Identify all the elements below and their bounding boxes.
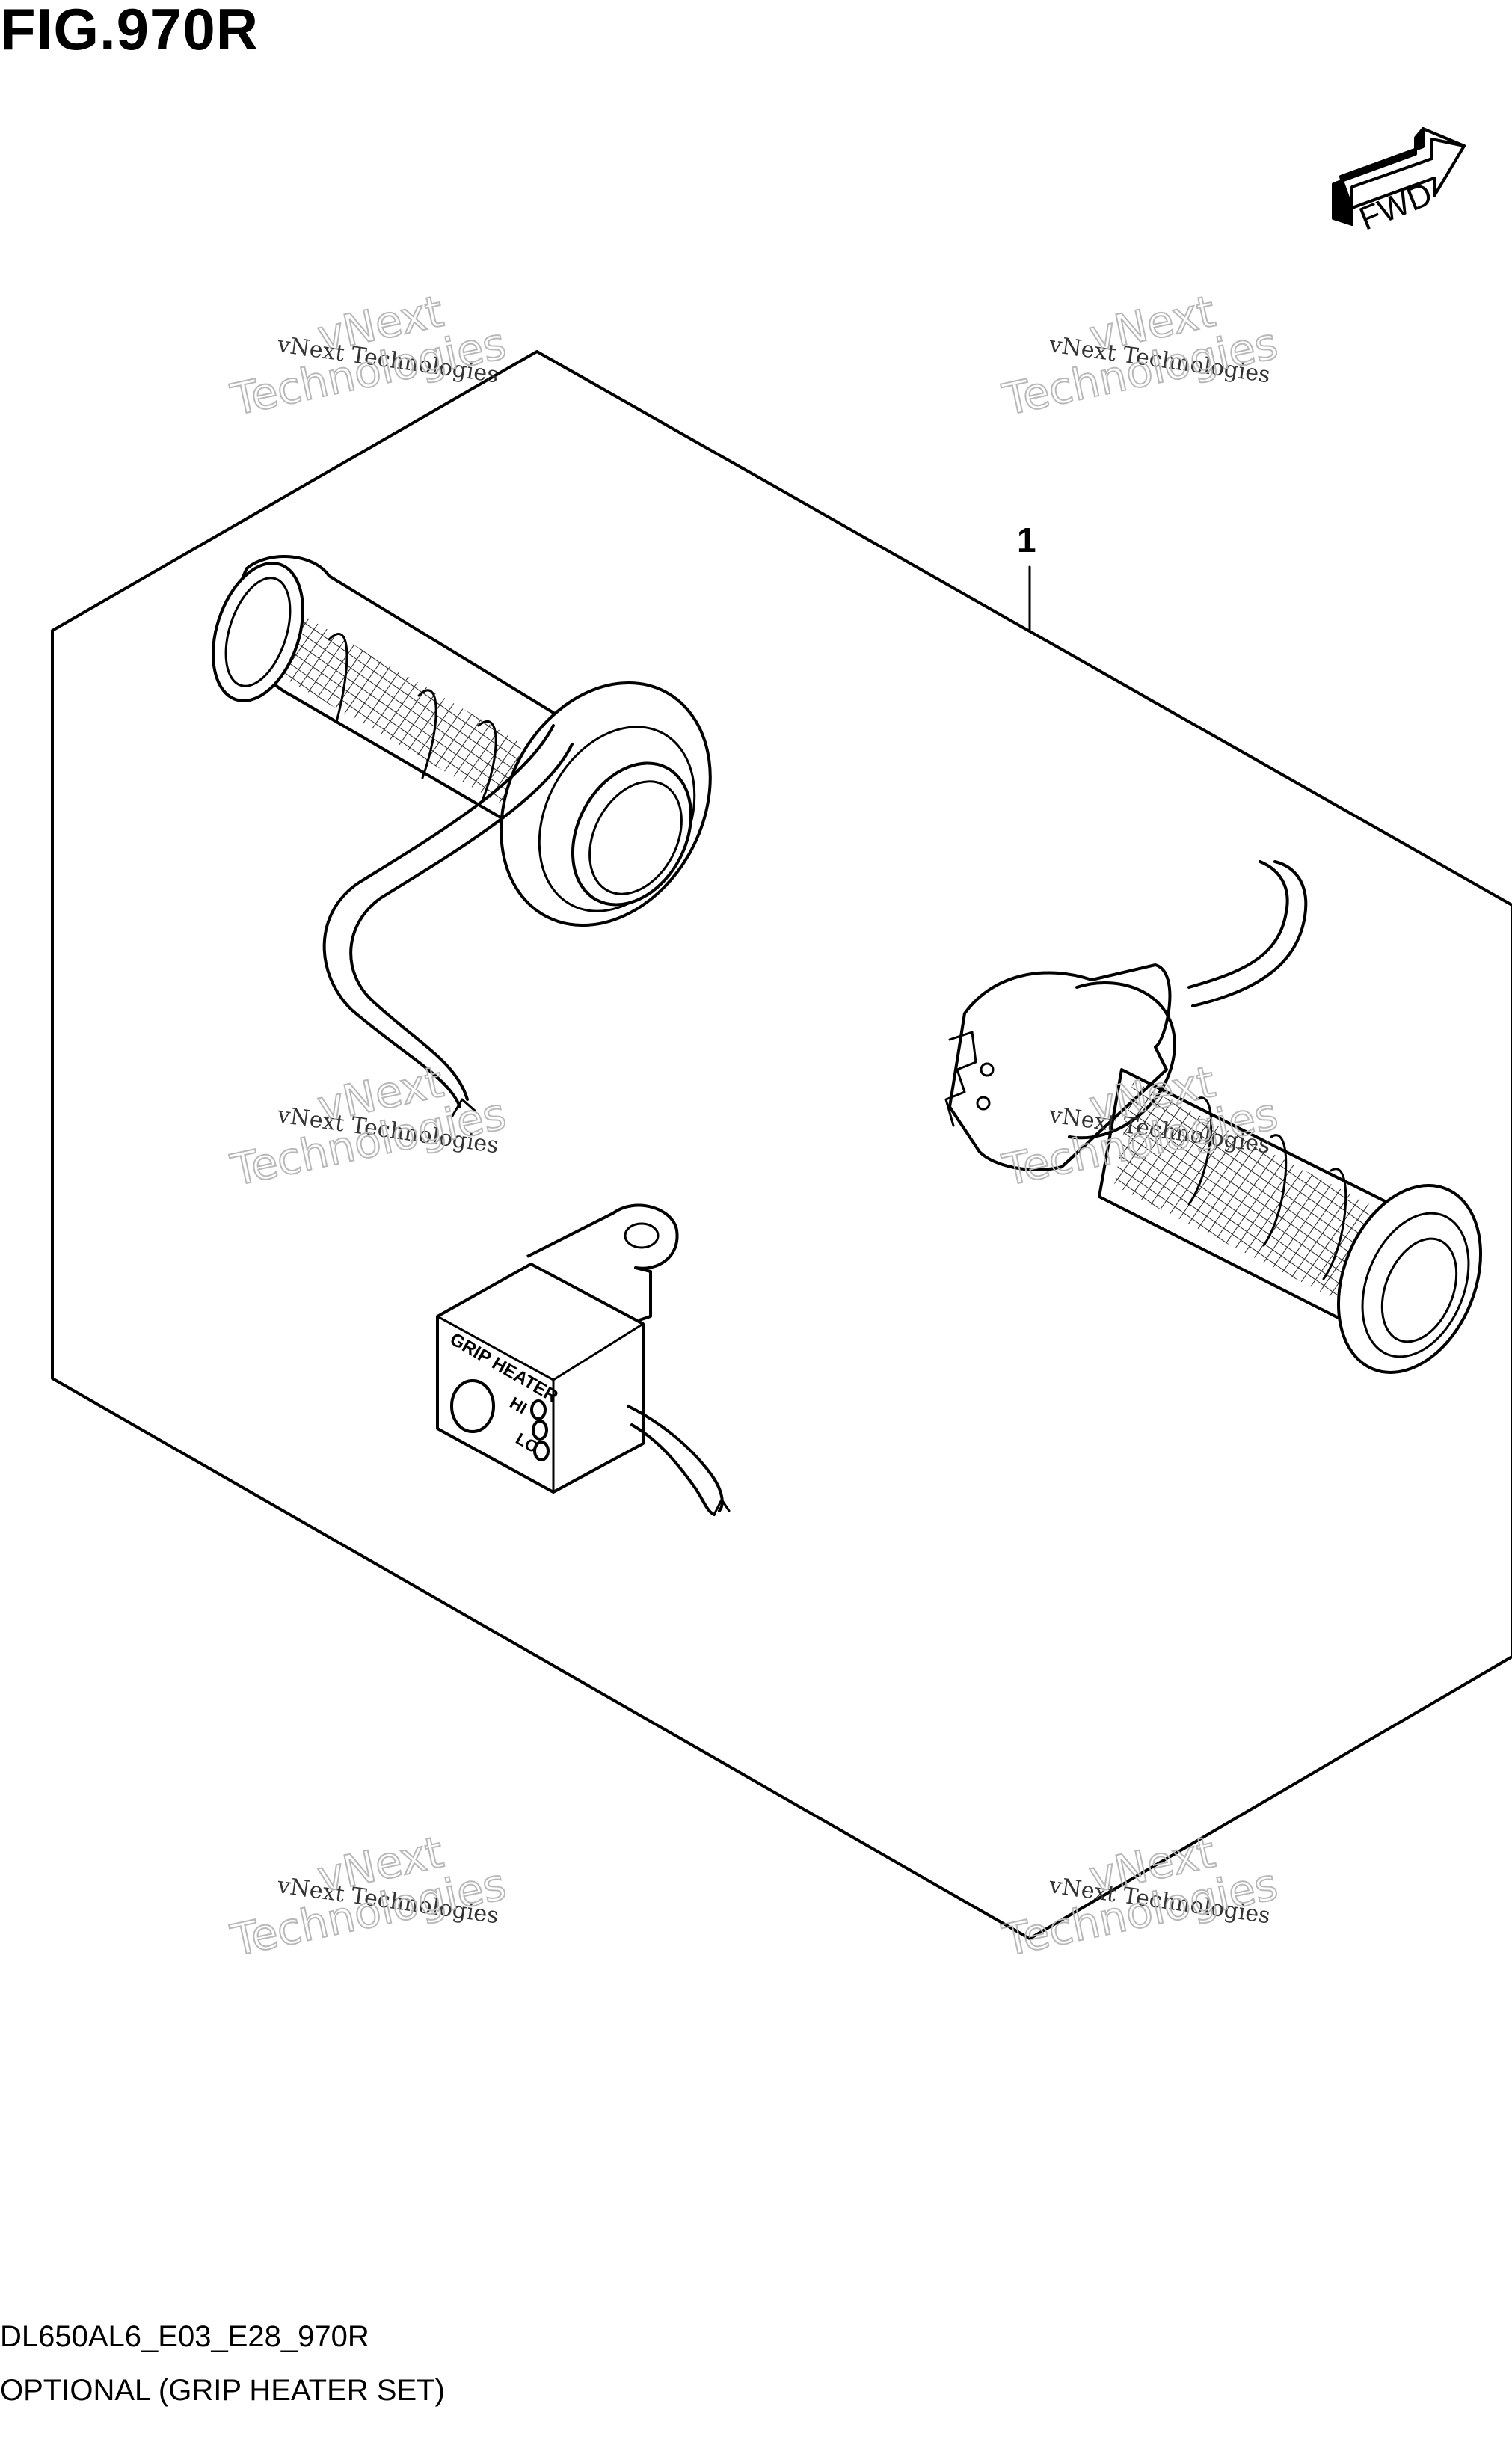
left-grip-heater <box>212 555 712 1117</box>
watermark: vNext Technologies vNext Technologies <box>998 1826 1283 1967</box>
diagram-caption: OPTIONAL (GRIP HEATER SET) <box>0 2374 445 2407</box>
figure-title: FIG.970R <box>0 0 259 62</box>
fwd-arrow-icon: FWD <box>1332 127 1466 238</box>
watermark: vNext Technologies vNext Technologies <box>226 1826 511 1967</box>
callout-1: 1 <box>1017 521 1036 632</box>
watermark: vNext Technologies vNext Technologies <box>998 285 1283 426</box>
diagram-code: DL650AL6_E03_E28_970R <box>0 2320 369 2353</box>
right-grip-heater <box>944 860 1483 1374</box>
watermark: vNext Technologies vNext Technologies <box>226 1055 511 1197</box>
kit-outline <box>51 350 1512 1940</box>
watermark: vNext Technologies vNext Technologies <box>226 285 511 426</box>
watermark: vNext Technologies vNext Technologies <box>998 1055 1283 1197</box>
callout-number: 1 <box>1017 521 1036 559</box>
grip-heater-switch: GRIP HEATER HI LO <box>436 1203 731 1516</box>
